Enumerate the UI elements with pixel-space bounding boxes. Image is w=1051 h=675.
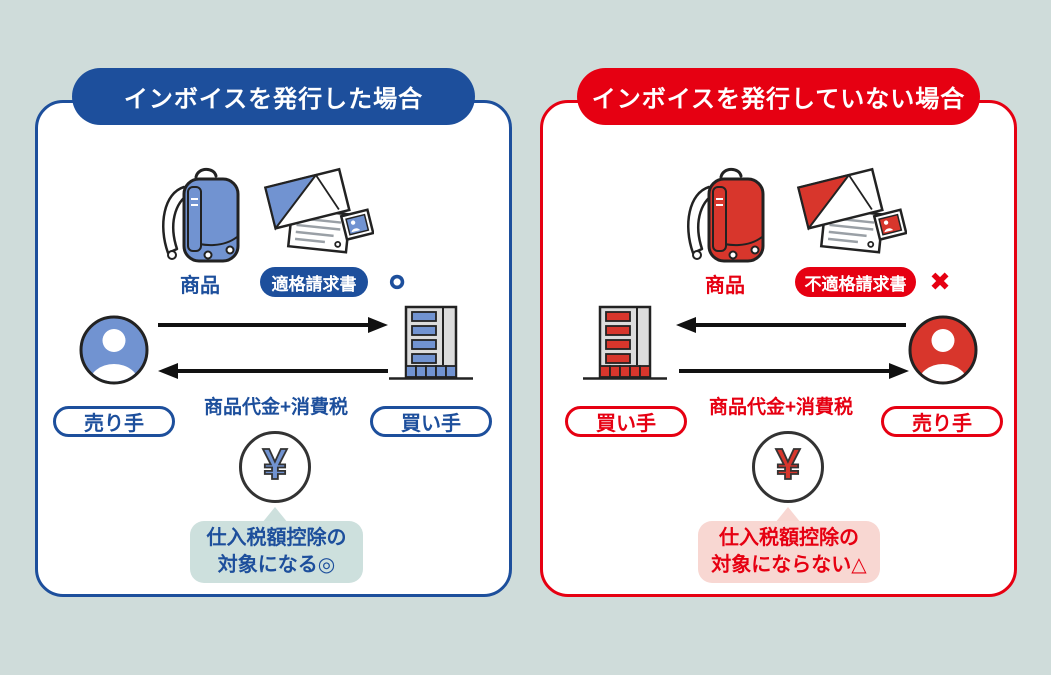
payment-label: 商品代金+消費税: [708, 397, 854, 418]
pass-mark-icon: ○: [388, 264, 407, 297]
invoice-type-badge: 適格請求書: [260, 267, 368, 297]
invoice-document-icon: [256, 161, 374, 261]
payment-flow-arrow: [679, 362, 909, 380]
payment-flow-arrow: [158, 362, 388, 380]
seller-person-icon: [907, 314, 979, 386]
deduction-bubble-line2: 対象にならない△: [711, 554, 867, 576]
seller-badge: 売り手: [881, 406, 1003, 437]
panel-title: インボイスを発行した場合: [72, 68, 475, 125]
yen-symbol: ¥: [775, 440, 801, 489]
yen-coin-icon: ¥: [239, 431, 311, 503]
bubble-pointer: [262, 507, 288, 523]
buyer-badge: 買い手: [370, 406, 492, 437]
buyer-badge: 買い手: [565, 406, 687, 437]
deduction-bubble: 仕入税額控除の 対象にならない△: [698, 521, 880, 583]
fail-mark-icon: ×: [931, 264, 949, 297]
goods-flow-arrow: [676, 316, 906, 334]
product-label: 商品: [705, 275, 745, 297]
backpack-icon: [675, 163, 775, 267]
product-label: 商品: [180, 275, 220, 297]
seller-badge: 売り手: [53, 406, 175, 437]
deduction-bubble-line1: 仕入税額控除の: [206, 527, 347, 549]
yen-symbol: ¥: [262, 440, 288, 489]
buyer-building-icon: [583, 303, 667, 381]
invoice-type-badge: 不適格請求書: [795, 267, 916, 297]
backpack-icon: [150, 163, 250, 267]
payment-label: 商品代金+消費税: [203, 397, 349, 418]
bubble-pointer: [775, 507, 801, 523]
deduction-bubble-line2: 対象になる◎: [217, 554, 336, 576]
yen-coin-icon: ¥: [752, 431, 824, 503]
seller-person-icon: [78, 314, 150, 386]
deduction-bubble-line1: 仕入税額控除の: [719, 527, 859, 549]
panel-invoice-issued: インボイスを発行した場合 商品: [35, 68, 512, 597]
goods-flow-arrow: [158, 316, 388, 334]
deduction-bubble: 仕入税額控除の 対象になる◎: [190, 521, 363, 583]
buyer-building-icon: [389, 303, 473, 381]
panel-title: インボイスを発行していない場合: [577, 68, 980, 125]
invoice-document-icon: [789, 161, 907, 261]
panel-invoice-not-issued: インボイスを発行していない場合 商品: [540, 68, 1017, 597]
